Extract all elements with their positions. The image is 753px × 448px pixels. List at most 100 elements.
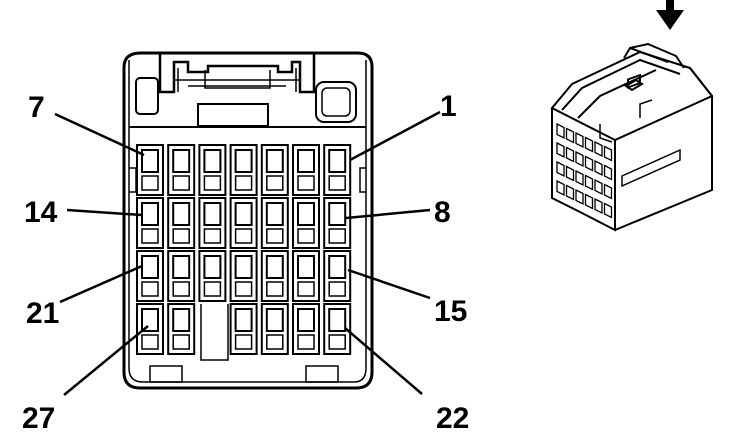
pin-cavity-inner [203,255,222,279]
pin-cavity [260,250,289,302]
pin-cavity-inner [328,255,347,279]
pin-cavity-outer [323,144,352,196]
pin-cavity-lower [172,228,190,244]
pin-label-27: 27 [22,402,55,435]
pin-cavity [229,303,258,355]
iso-front-face [551,108,616,232]
pin-cavity-inner [265,202,284,226]
iso-pin-cavity [556,122,565,140]
pin-cavity-outer [260,197,289,249]
pin-cavity-outer [229,303,258,355]
pin-cavity-outer [260,303,289,355]
pin-cavity-lower [172,334,190,350]
leader-1 [349,110,441,162]
iso-top-ridge [561,58,681,119]
pin-cavity-outer [198,197,227,249]
leader-15 [347,268,431,300]
pin-cavity-outer [136,144,164,196]
pin-cavity [260,197,289,249]
leader-lines [54,110,441,396]
iso-pin-cavity [603,164,613,181]
pin-label-1: 1 [440,90,457,123]
pin-cavity-outer [323,197,352,249]
pin-cavity-inner [297,202,315,226]
leader-14 [66,208,143,217]
iso-pin-cavity [594,159,603,177]
pin-cavity-outer [229,197,258,249]
pin-cavity-lower [266,281,284,297]
iso-pin-cavity [594,197,603,215]
pin-cavity-lower [234,228,253,244]
pin-cavity [167,250,196,302]
pin-cavity [167,303,196,355]
pin-cavity-lower [141,175,159,191]
pin-cavity [136,250,164,302]
pin-cavity [198,144,227,196]
pin-cavity [323,144,352,196]
side-notch-left [129,167,137,193]
pin-cavity [323,303,352,355]
iso-pin-cavity [556,179,565,197]
iso-pin-cavity [584,155,594,172]
pin-cavity [229,197,258,249]
pin-cavity-outer [323,303,352,355]
pin-cavity-lower [266,228,284,244]
pin-cavity-lower [234,175,253,191]
iso-pin-cavity [584,193,594,210]
pin-cavity-inner [297,308,315,332]
pin-cavity-inner [297,149,315,173]
iso-latch-window-shape [624,78,644,92]
pin-cavity-inner [172,202,191,226]
pin-cavity-outer [167,197,196,249]
pin-cavity-inner [234,255,253,279]
pin-cavity-lower [266,334,284,350]
pin-cavity [136,303,164,355]
iso-pin-cavities [556,122,613,219]
pin-cavity [229,250,258,302]
pin-cavity-lower [297,228,315,244]
pin-cavity-outer [167,303,196,355]
pin-cavity [136,144,164,196]
pin-cavity-lower [234,334,253,350]
pin-label-22: 22 [436,402,469,435]
pin-label-21: 21 [26,297,59,330]
pin-cavity-lower [203,228,222,244]
pin-cavity-lower [141,228,159,244]
iso-pin-cavity [565,184,575,201]
corner-key-right-inner [321,87,351,117]
pin-cavity-lower [141,281,159,297]
iso-pin-cavity [565,146,575,163]
pin-cavity-inner [297,255,315,279]
leader-22 [344,327,423,395]
pin-cavity-outer [292,250,320,302]
pin-cavity [260,303,289,355]
leader-7 [54,112,145,157]
connector-isometric-view [550,42,714,232]
pin-cavity-inner [141,308,159,332]
corner-key-right [315,81,357,123]
latch-inner [174,68,300,92]
iso-pin-cavity [594,140,603,158]
iso-pin-cavity [603,202,613,219]
iso-pin-cavity [584,174,594,191]
iso-pin-cavity [603,145,613,162]
pin-cavity-lower [328,334,346,350]
pin-cavity-inner [234,308,253,332]
pin-cavity [167,144,196,196]
iso-pin-cavity [575,131,584,149]
pin-cavity-outer [167,144,196,196]
pin-cavity-outer [167,250,196,302]
pin-cavity-inner [203,149,222,173]
iso-latch-window [627,73,641,89]
pin-cavity-inner [265,149,284,173]
pin-cavity-lower [297,334,315,350]
iso-pin-cavity [584,136,594,153]
pin-cavity [198,197,227,249]
pin-cavity [136,197,164,249]
iso-pin-cavity [556,160,565,178]
iso-pin-cavity [575,188,584,206]
pin-cavity-lower [172,175,190,191]
pin-cavity [292,144,320,196]
